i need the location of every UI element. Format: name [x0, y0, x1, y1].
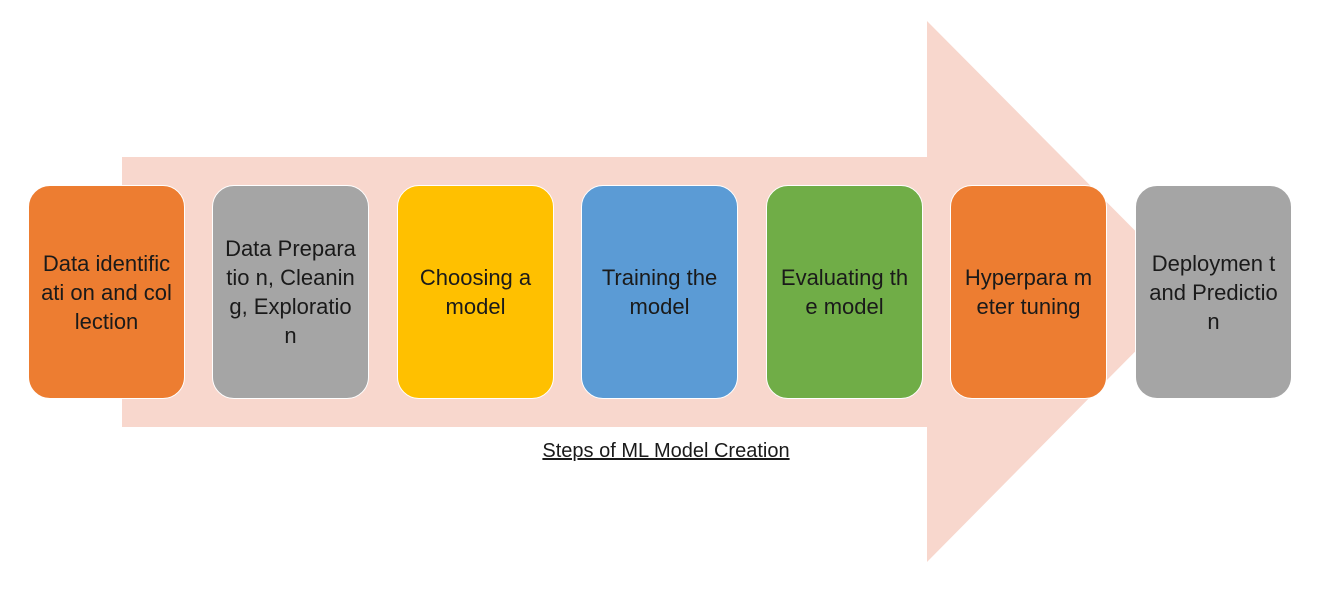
step-label: Training the model	[601, 265, 718, 319]
step-data-preparation: Data Preparatio n, Cleaning, Exploration	[212, 185, 369, 399]
step-label: Deploymen t and Prediction	[1149, 250, 1278, 334]
step-evaluating-model: Evaluating the model	[766, 185, 923, 399]
step-training-model: Training the model	[581, 185, 738, 399]
step-label: Hyperpara meter tuning	[964, 265, 1093, 319]
step-choosing-model: Choosing a model	[397, 185, 554, 399]
step-hyperparameter-tuning: Hyperpara meter tuning	[950, 185, 1107, 399]
step-label: Choosing a model	[419, 265, 532, 319]
step-label: Data Preparatio n, Cleaning, Exploration	[225, 236, 356, 348]
step-label: Evaluating the model	[780, 265, 909, 319]
diagram-caption: Steps of ML Model Creation	[542, 440, 790, 462]
step-label: Data identificati on and collection	[41, 250, 172, 334]
step-deployment-prediction: Deploymen t and Prediction	[1135, 185, 1292, 399]
step-data-identification: Data identificati on and collection	[28, 185, 185, 399]
